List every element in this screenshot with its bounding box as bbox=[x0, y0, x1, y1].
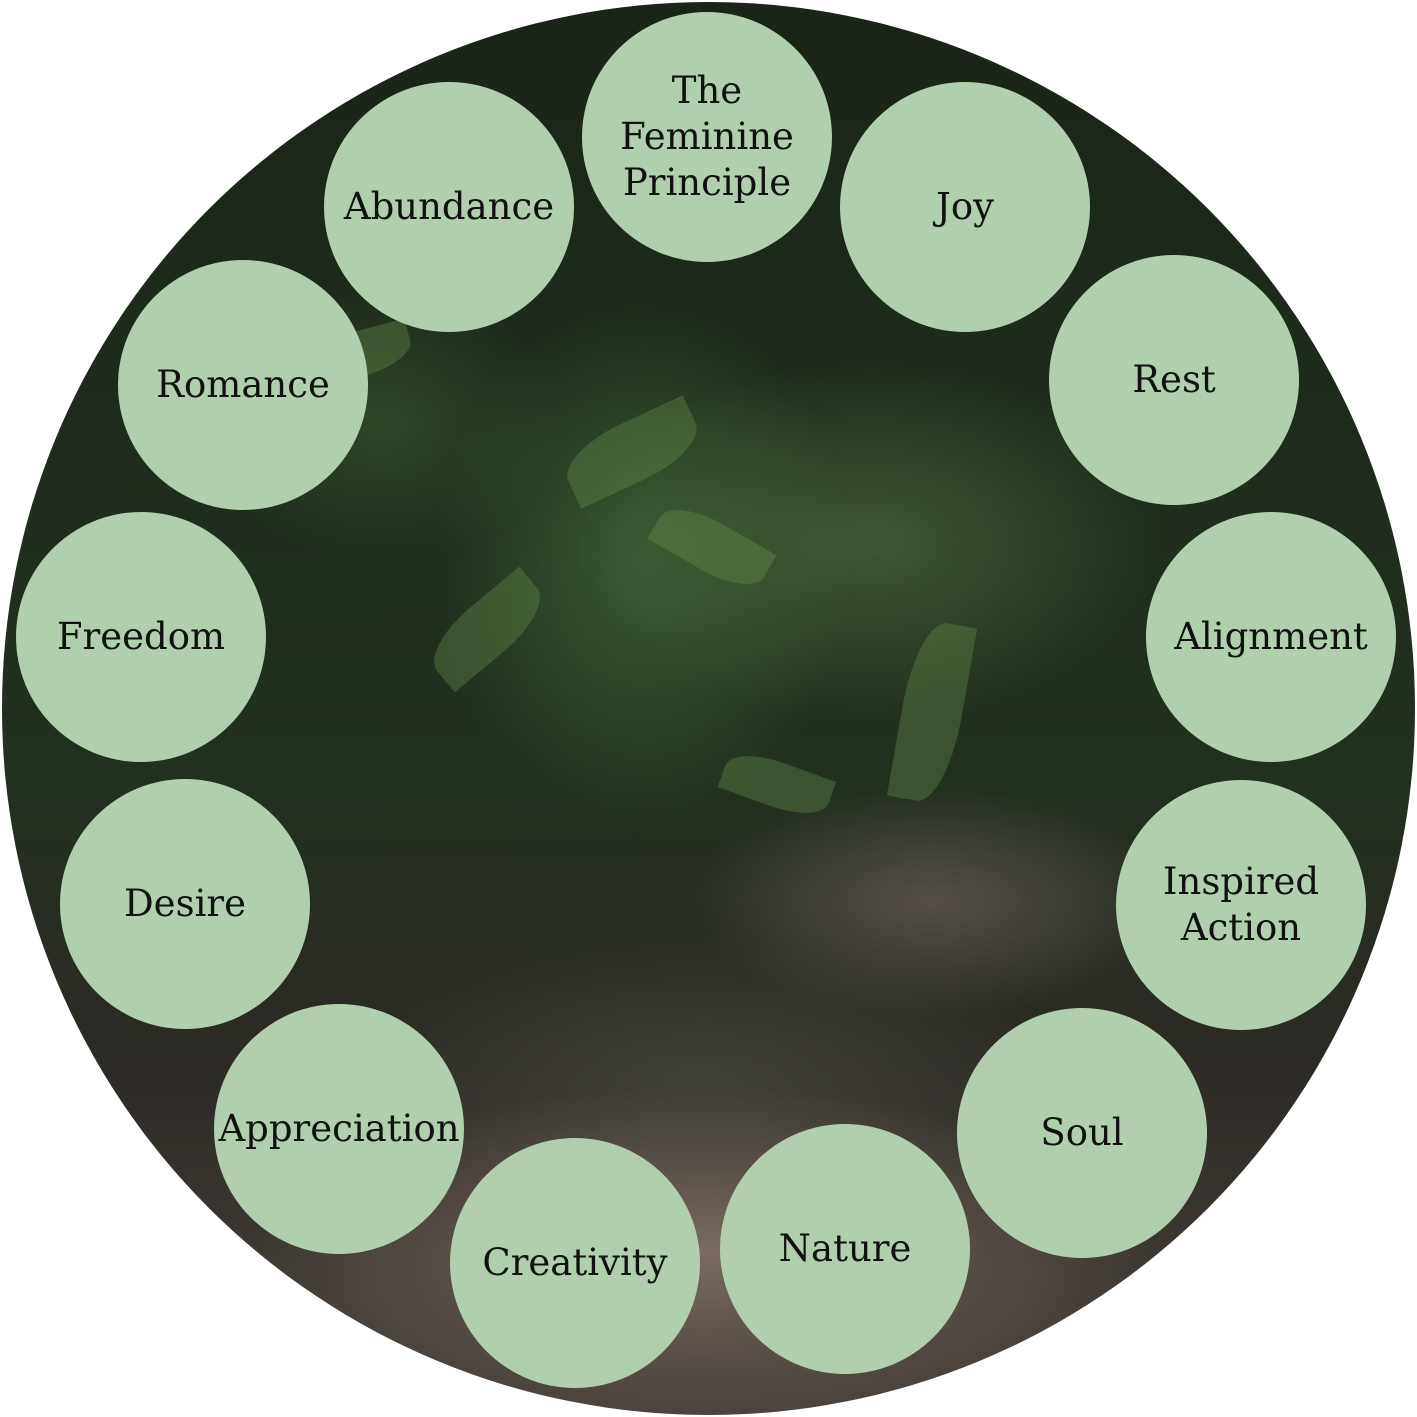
node-freedom: Freedom bbox=[16, 512, 266, 762]
node-inspired-action: Inspired Action bbox=[1116, 780, 1366, 1030]
node-abundance: Abundance bbox=[324, 82, 574, 332]
node-rest: Rest bbox=[1049, 255, 1299, 505]
node-nature: Nature bbox=[720, 1124, 970, 1374]
foliage-highlight bbox=[647, 495, 777, 599]
node-appreciation: Appreciation bbox=[214, 1004, 464, 1254]
node-the-feminine-principle: The Feminine Principle bbox=[582, 12, 832, 262]
node-creativity: Creativity bbox=[450, 1138, 700, 1388]
node-alignment: Alignment bbox=[1146, 512, 1396, 762]
node-desire: Desire bbox=[60, 779, 310, 1029]
foliage-highlight bbox=[717, 744, 837, 825]
foliage-highlight bbox=[555, 395, 709, 509]
node-soul: Soul bbox=[957, 1008, 1207, 1258]
node-romance: Romance bbox=[118, 260, 368, 510]
foliage-highlight bbox=[419, 566, 555, 693]
foliage-highlight bbox=[886, 618, 978, 806]
node-joy: Joy bbox=[840, 82, 1090, 332]
